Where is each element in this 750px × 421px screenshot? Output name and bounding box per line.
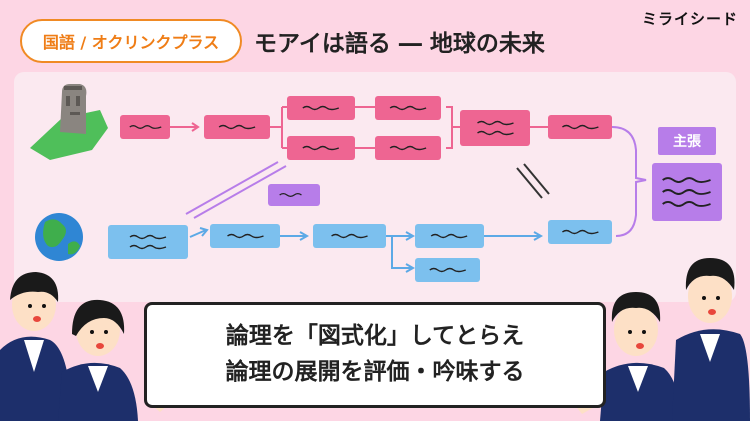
diagram-node [415, 224, 484, 248]
caption-box: 論理を「図式化」してとらえ 論理の展開を評価・吟味する [144, 302, 606, 408]
student-character [58, 299, 138, 421]
diagram-node [375, 96, 441, 120]
diagram-node [210, 224, 280, 248]
subject-tag-label: 国語 / オクリンクプラス [42, 33, 220, 52]
claim-node [652, 163, 722, 221]
diagram-node [415, 258, 480, 282]
moai-island-icon [30, 84, 108, 160]
diagram-node [268, 184, 320, 206]
claim-label: 主張 [658, 127, 716, 155]
earth-globe-icon [35, 213, 83, 261]
student-character [0, 272, 72, 421]
student-character [672, 258, 750, 421]
diagram-node [287, 136, 355, 160]
diagram-node [120, 115, 170, 139]
student-character [600, 292, 680, 421]
diagram-node [108, 225, 188, 259]
page-title: モアイは語る ― 地球の未来 [254, 31, 545, 57]
diagram-node [548, 115, 612, 139]
brand-logo: ミライシード [641, 10, 738, 28]
caption-line-1: 論理を「図式化」してとらえ [225, 323, 525, 350]
caption-line-2: 論理の展開を評価・吟味する [225, 359, 525, 385]
diagram-node [287, 96, 355, 120]
diagram-node [548, 220, 612, 244]
diagram-node [460, 110, 530, 146]
diagram-node [375, 136, 441, 160]
diagram-node [313, 224, 386, 248]
diagram-node [204, 115, 270, 139]
subject-tag: 国語 / オクリンクプラス [20, 19, 242, 63]
